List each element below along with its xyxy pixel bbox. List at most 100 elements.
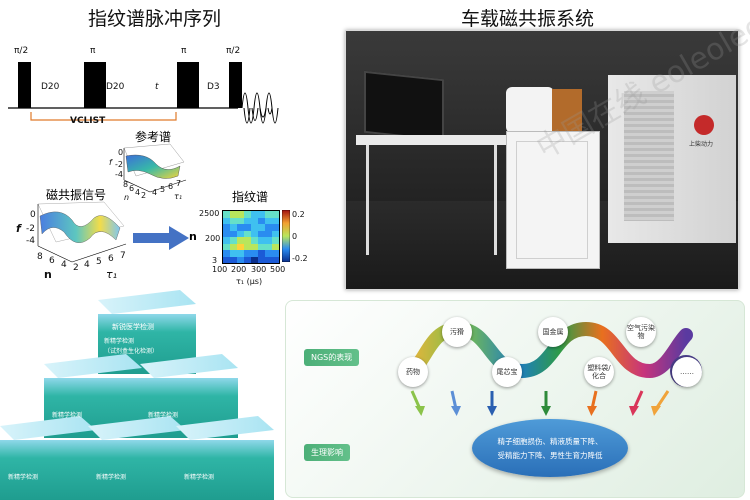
- left-title: 指纹谱脉冲序列: [88, 8, 222, 30]
- heatmap-cell: [223, 237, 230, 244]
- heatmap-ytick-1: 200: [205, 234, 221, 243]
- heatmap-cell: [272, 211, 279, 218]
- heatmap-cell: [272, 250, 279, 257]
- heatmap-cell: [265, 250, 272, 257]
- heatmap-cell: [265, 224, 272, 231]
- heatmap-cell: [237, 256, 244, 263]
- heatmap-cell: [223, 224, 230, 231]
- heatmap-cell: [244, 217, 251, 224]
- heatmap-xtick-1: 200: [231, 265, 247, 274]
- heatmap-cell: [251, 224, 258, 231]
- ref-tick-f-0: 0: [118, 148, 124, 157]
- heatmap-cell: [244, 243, 251, 250]
- info-panel: NGS的表现 生理影响 药物 污猾 尾芯宝 国金属 塑料袋/化合 空气污染物 ……: [285, 300, 745, 498]
- impact-arrow-icon: [487, 391, 497, 416]
- box-face-3: 新精学检测: [52, 412, 83, 419]
- heatmap-cell: [258, 250, 265, 257]
- heatmap-cell: [244, 211, 251, 218]
- heatmap-cell: [223, 217, 230, 224]
- heatmap-cell: [272, 224, 279, 231]
- kit-boxes-illustration: [0, 290, 274, 500]
- heatmap-cell: [237, 243, 244, 250]
- heatmap-cell: [237, 224, 244, 231]
- colorbar-tick-2: -0.2: [292, 254, 308, 263]
- heatmap-cell: [265, 256, 272, 263]
- heatmap-cell: [244, 230, 251, 237]
- node-3: 尾芯宝: [492, 357, 522, 387]
- node-5: 塑料袋/化合: [584, 357, 614, 387]
- heatmap-cell: [230, 230, 237, 237]
- heatmap-cell: [258, 237, 265, 244]
- delay-label-4: D3: [207, 82, 220, 92]
- ref-axis-tau: τ₁: [174, 192, 183, 201]
- ref-tick-tau-3: 7: [176, 179, 182, 188]
- summary-line-2: 受精能力下降、男性生育力降低: [497, 450, 603, 460]
- impact-arrow-icon: [541, 391, 551, 416]
- nmr-axis-n: n: [44, 268, 52, 281]
- pulse-sequence-diagram: [8, 62, 279, 124]
- ref-tick-n-2: 4: [135, 188, 141, 197]
- heatmap-ylabel: n: [189, 230, 197, 243]
- heatmap-cell: [272, 256, 279, 263]
- ref-tick-tau-2: 6: [168, 182, 174, 191]
- heatmap-cell: [244, 250, 251, 257]
- box-face-2: （试剂盒生化检测）: [104, 348, 159, 355]
- ref-plot-title: 参考谱: [135, 130, 172, 144]
- heatmap-cell: [251, 230, 258, 237]
- nmr-axis-f: f: [16, 222, 21, 235]
- nmr-tick-tau-2: 6: [108, 254, 114, 264]
- heatmap-cell: [230, 224, 237, 231]
- heatmap-cell: [251, 237, 258, 244]
- node-7: ……: [672, 357, 702, 387]
- ref-tick-n-3: 2: [141, 191, 147, 200]
- heatmap-cell: [230, 237, 237, 244]
- heatmap-cell: [244, 224, 251, 231]
- heatmap-cell: [272, 217, 279, 224]
- heatmap-cell: [223, 243, 230, 250]
- nmr-tick-n-1: 6: [49, 256, 55, 266]
- pulse-label-2: π: [90, 46, 96, 56]
- heatmap-cell: [251, 217, 258, 224]
- nmr-tick-n-3: 2: [73, 263, 79, 273]
- impact-arrow-icon: [651, 390, 670, 416]
- heatmap-cell: [251, 211, 258, 218]
- heatmap-cell: [258, 230, 265, 237]
- nmr-tick-tau-0: 4: [84, 260, 90, 270]
- heatmap-cell: [251, 256, 258, 263]
- panel-label-top: NGS的表现: [304, 349, 360, 366]
- heatmap-cell: [272, 243, 279, 250]
- vclist-label: VCLIST: [70, 116, 106, 126]
- nmr-axis-tau: τ₁: [106, 268, 118, 281]
- heatmap-cell: [272, 230, 279, 237]
- heatmap-cell: [230, 211, 237, 218]
- box-brand: 新锐医学检测: [112, 323, 154, 331]
- heatmap-cell: [223, 230, 230, 237]
- heatmap-cell: [237, 211, 244, 218]
- heatmap-cell: [258, 217, 265, 224]
- heatmap-cell: [223, 250, 230, 257]
- heatmap-title: 指纹谱: [232, 190, 269, 204]
- heatmap-cell: [230, 250, 237, 257]
- impact-arrow-icon: [450, 390, 461, 416]
- node-1: 药物: [398, 357, 428, 387]
- nmr-plot-surface: [37, 201, 127, 263]
- generator-brand: 上柴动力: [689, 141, 714, 148]
- ref-tick-f-1: -2: [115, 160, 123, 169]
- impact-arrows: [410, 390, 670, 416]
- heatmap-cell: [223, 256, 230, 263]
- box-face-7: 新精学检测: [184, 474, 215, 481]
- colorbar-tick-1: 0: [292, 232, 298, 241]
- heatmap-cell: [237, 237, 244, 244]
- impact-arrow-icon: [587, 390, 598, 416]
- nmr-tick-f-0: 0: [30, 210, 36, 220]
- heatmap-cell: [258, 256, 265, 263]
- heatmap-cell: [230, 243, 237, 250]
- ref-tick-f-2: -4: [115, 170, 123, 179]
- process-arrow-icon: [133, 226, 189, 250]
- heatmap-cell: [258, 224, 265, 231]
- box-face-5: 新精学检测: [8, 474, 39, 481]
- heatmap-cell: [265, 243, 272, 250]
- node-6: 空气污染物: [626, 317, 656, 347]
- node-2: 污猾: [442, 317, 472, 347]
- pulse-label-3: π: [181, 46, 187, 56]
